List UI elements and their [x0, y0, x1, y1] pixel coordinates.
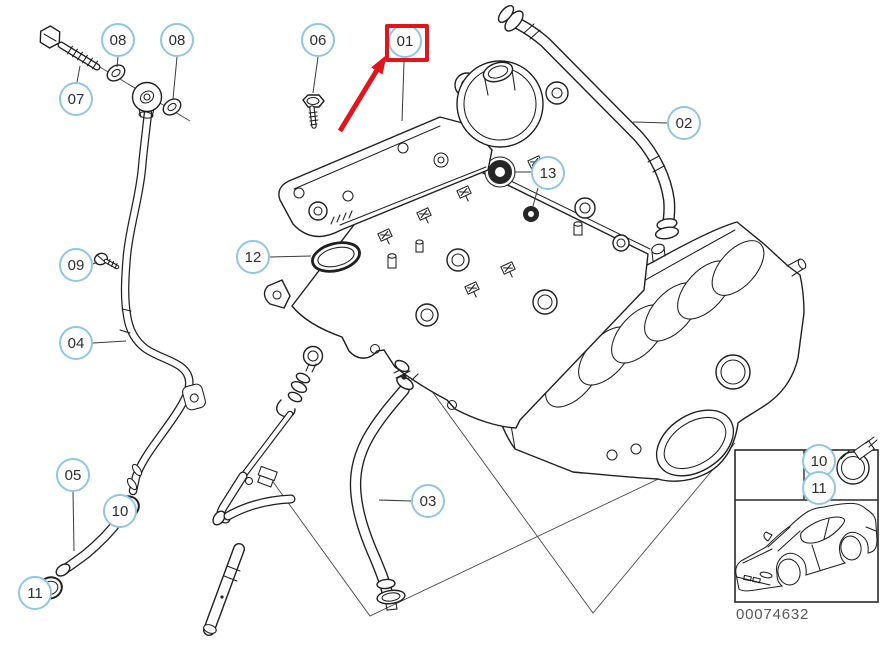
highlight-arrow — [337, 54, 387, 133]
bolt-09-art — [93, 252, 120, 270]
leader-lines — [72, 56, 668, 552]
callout-04[interactable]: 04 — [59, 326, 93, 360]
car-silhouette — [735, 502, 878, 592]
hose-03-art — [349, 359, 419, 611]
gasket-12-art — [311, 241, 361, 273]
callout-08[interactable]: 08 — [160, 23, 194, 57]
seal-13-art — [484, 156, 539, 222]
callout-11[interactable]: 11 — [18, 576, 52, 610]
callout-01[interactable]: 01 — [385, 24, 429, 62]
callout-02[interactable]: 02 — [667, 106, 701, 140]
diagram-number: 00074632 — [736, 606, 810, 623]
callout-12[interactable]: 12 — [236, 240, 270, 274]
hose-03-top-fitting — [393, 359, 419, 391]
callout-13[interactable]: 13 — [531, 156, 565, 190]
hose-03-bottom-fitting — [376, 578, 406, 611]
callout-07[interactable]: 07 — [59, 82, 93, 116]
bolt-06-art — [302, 94, 325, 129]
callout-03[interactable]: 03 — [411, 484, 445, 518]
pipe-04-art — [119, 108, 206, 496]
vent-cover-art — [278, 60, 569, 238]
banjo-bolt-07-art — [39, 25, 191, 122]
cover-detail-cylinders — [387, 221, 583, 269]
callout-09[interactable]: 09 — [59, 248, 93, 282]
hose-clamp-icon — [836, 436, 878, 485]
intake-manifold-art — [487, 221, 807, 482]
dipstick-art — [203, 345, 324, 636]
callout-05[interactable]: 05 — [56, 458, 90, 492]
washer-08-art — [106, 64, 182, 116]
callout-08[interactable]: 08 — [101, 23, 135, 57]
callout-06[interactable]: 06 — [301, 23, 335, 57]
legend-callout-11[interactable]: 11 — [802, 471, 836, 505]
hose-02-art — [497, 4, 680, 240]
banjo-fitting-art — [131, 81, 163, 119]
callout-10[interactable]: 10 — [103, 494, 137, 528]
